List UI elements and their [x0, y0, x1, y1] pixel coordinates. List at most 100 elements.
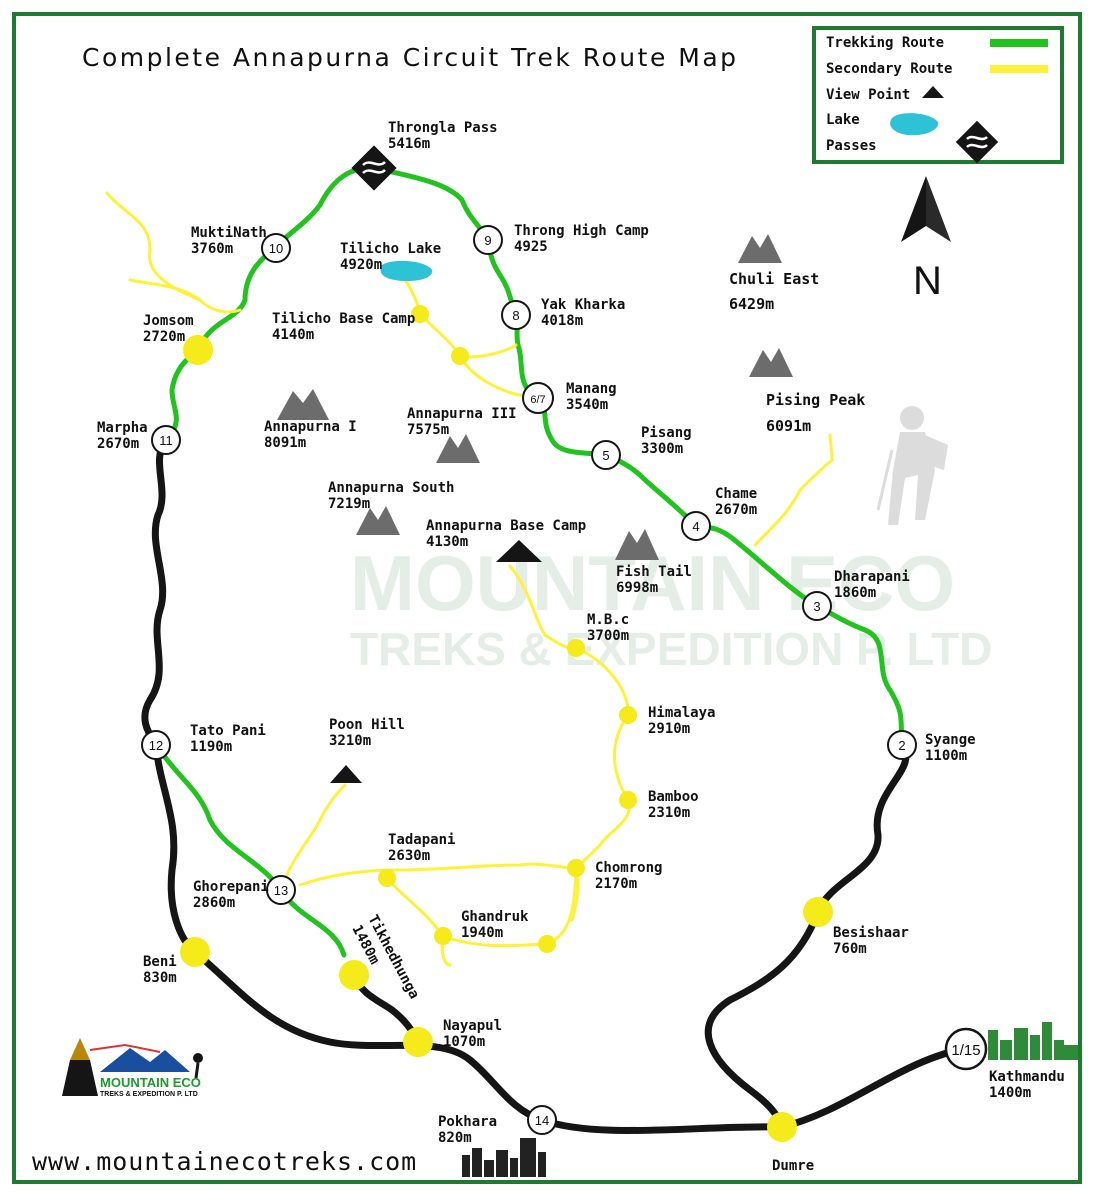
alt-tato-pani: 1190m: [190, 739, 232, 755]
stop-mbc: [567, 639, 585, 657]
stop-besishaar: [803, 897, 833, 927]
stop-markers: [180, 305, 833, 1142]
label-thorong-la: Throngla Pass: [388, 120, 498, 136]
alt-abc: 4130m: [426, 534, 468, 550]
label-chame: Chame: [715, 486, 757, 502]
alt-yak-kharka: 4018m: [541, 313, 583, 329]
label-tadapani: Tadapani: [388, 832, 455, 848]
label-dharapani: Dharapani: [834, 569, 910, 585]
label-jomsom: Jomsom: [143, 313, 194, 329]
mountain-icon: [749, 348, 793, 377]
label-muktinath: MuktiNath: [191, 225, 267, 241]
alt-mbc: 3700m: [587, 628, 629, 644]
stop-jomsom: [183, 335, 213, 365]
alt-pisang: 3300m: [641, 441, 683, 457]
mountain-icon: [356, 506, 400, 535]
label-throng-high-camp: Throng High Camp: [514, 223, 649, 239]
stage-marker: 6/7: [522, 382, 554, 414]
label-himalaya: Himalaya: [648, 705, 715, 721]
svg-text:10: 10: [269, 241, 283, 256]
label-besishaar: Besishaar: [833, 925, 909, 941]
kathmandu-skyline-icon: [988, 1022, 1078, 1060]
watermark: MOUNTAIN ECO TREKS & EXPEDITION P. LTD: [350, 539, 992, 675]
alt-beni: 830m: [143, 970, 177, 986]
legend-lake-label: Lake: [826, 112, 860, 128]
alt-fish-tail: 6998m: [616, 580, 658, 596]
lake-icon: [890, 113, 939, 136]
legend-trekking-swatch: [990, 39, 1048, 47]
svg-text:5: 5: [602, 448, 609, 463]
stage-marker: 8: [501, 300, 531, 330]
stage-marker: 12: [141, 730, 171, 760]
stop-ghandruk-east: [538, 935, 556, 953]
svg-text:9: 9: [484, 233, 491, 248]
mountain-icon: [277, 389, 329, 420]
label-ghandruk: Ghandruk: [461, 909, 529, 925]
alt-annapurna-3: 7575m: [407, 422, 449, 438]
viewpoint-icon: [922, 86, 944, 98]
stop-tilicho-bc: [411, 305, 429, 323]
map-title: Complete Annapurna Circuit Trek Route Ma…: [82, 43, 739, 72]
label-yak-kharka: Yak Kharka: [541, 297, 625, 313]
label-marpha: Marpha: [97, 420, 148, 436]
alt-ghandruk: 1940m: [461, 925, 503, 941]
label-tilicho-lake: Tilicho Lake: [340, 241, 441, 257]
stop-tikhedhunga: [339, 960, 369, 990]
label-abc: Annapurna Base Camp: [426, 518, 586, 534]
website-link[interactable]: www.mountainecotreks.com: [32, 1147, 417, 1176]
logo-line1: MOUNTAIN ECO: [100, 1075, 201, 1090]
label-kathmandu: Kathmandu: [989, 1069, 1065, 1085]
stop-beni: [180, 937, 210, 967]
svg-text:13: 13: [274, 883, 288, 898]
svg-text:6/7: 6/7: [530, 394, 545, 406]
stage-marker: 9: [473, 225, 503, 255]
stage-marker: 10: [261, 233, 291, 263]
legend-passes-label: Passes: [826, 138, 877, 154]
stage-marker: 13: [266, 875, 296, 905]
stage-markers: 1/15 2 3 4 5 6/7 8 9 10 11 12 13 14: [141, 225, 988, 1135]
stage-marker: 2: [887, 730, 917, 760]
alt-marpha: 2670m: [97, 436, 139, 452]
label-beni: Beni: [143, 954, 177, 970]
alt-annapurna-1: 8091m: [264, 435, 306, 451]
label-ghorepani: Ghorepani: [193, 879, 269, 895]
alt-kathmandu: 1400m: [989, 1085, 1031, 1101]
viewpoint-icon: [330, 765, 362, 783]
alt-chame: 2670m: [715, 502, 757, 518]
watermark-line2: TREKS & EXPEDITION P. LTD: [350, 623, 992, 675]
alt-pokhara: 820m: [438, 1130, 472, 1146]
pass-icon: [351, 145, 397, 191]
label-poon-hill: Poon Hill: [329, 717, 405, 733]
viewpoint-icon: [496, 540, 542, 562]
map-frame: [12, 12, 1082, 1184]
svg-text:11: 11: [159, 433, 173, 448]
label-annapurna-south: Annapurna South: [328, 480, 454, 496]
alt-jomsom: 2720m: [143, 329, 185, 345]
alt-ghorepani: 2860m: [193, 895, 235, 911]
stage-marker: 14: [527, 1105, 557, 1135]
alt-muktinath: 3760m: [191, 241, 233, 257]
stage-marker: 4: [681, 511, 711, 541]
alt-thorong-la: 5416m: [388, 136, 430, 152]
stop-tadapani: [378, 869, 396, 887]
mountain-icon: [615, 529, 659, 560]
alt-chomrong: 2170m: [595, 876, 637, 892]
svg-text:2: 2: [898, 738, 905, 753]
stop-himalaya: [619, 706, 637, 724]
label-syange: Syange: [925, 732, 976, 748]
stage-marker: 11: [151, 425, 181, 455]
alt-nayapul: 1070m: [443, 1034, 485, 1050]
alt-manang: 3540m: [566, 397, 608, 413]
place-labels: Throngla Pass 5416m Throng High Camp 4 9 2…: [97, 120, 1065, 1174]
label-annapurna-3: Annapurna III: [407, 406, 517, 422]
alt-himalaya: 2910m: [648, 721, 690, 737]
alt-bamboo: 2310m: [648, 805, 690, 821]
label-chomrong: Chomrong: [595, 860, 662, 876]
alt-dharapani: 1860m: [834, 585, 876, 601]
alt-besishaar: 760m: [833, 941, 867, 957]
label-nayapul: Nayapul: [443, 1018, 502, 1034]
legend: Trekking Route Secondary Route View Poin…: [812, 26, 1064, 164]
label-fish-tail: Fish Tail: [616, 564, 692, 580]
svg-text:1/15: 1/15: [951, 1042, 980, 1059]
